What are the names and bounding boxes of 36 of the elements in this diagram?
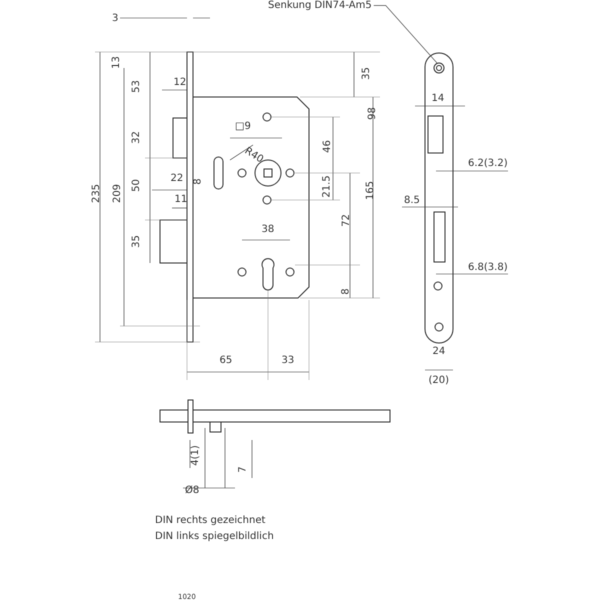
dimension-label: 53 [130,80,142,92]
dimension-label: 46 [321,140,332,152]
dimension-label: 12 [174,76,186,88]
note-text: DIN links spiegelbildlich [155,530,274,542]
dimension-label: Ø8 [185,484,200,496]
dimension-label: 13 [110,56,122,68]
callout-text: Senkung DIN74-Am5 [268,0,372,11]
dimension-label: 235 [90,183,102,203]
leader-line [373,5,438,64]
dimension-label: 165 [364,180,376,200]
dimension-label: 24 [432,346,446,356]
dimension-label: 11 [174,194,188,204]
dimension-label: 21.5 [322,174,333,198]
dimension-label: 7 [238,466,249,472]
dimension-label: 209 [112,183,123,203]
dimension-label: 8 [340,288,352,294]
dimension-label: 14 [432,92,444,104]
dimension-label: R40 [242,145,266,165]
dimension-label: 3 [112,12,118,24]
dimension-label: 4(1) [189,444,200,466]
dimension-label: (20) [428,374,450,386]
dimension-label: 35 [360,66,372,80]
dimension-label: 6.8(3.8) [468,262,508,272]
dimension-label: 50 [130,178,142,192]
dimension-label: 98 [366,106,378,120]
dimension-label: 33 [282,354,294,366]
dimension-label: 32 [130,130,142,144]
dimension-label: 38 [262,224,274,234]
dimension-label: 6.2(3.2) [468,158,508,168]
dimension-label: 22 [170,172,184,184]
note-text: DIN rechts gezeichnet [155,514,266,526]
dimension-label: 65 [220,354,232,366]
dimension-label: 35 [130,234,142,248]
dimension-label: 8.5 [404,194,420,206]
dimension-label: 72 [340,214,352,226]
dimension-label: □9 [235,120,251,132]
